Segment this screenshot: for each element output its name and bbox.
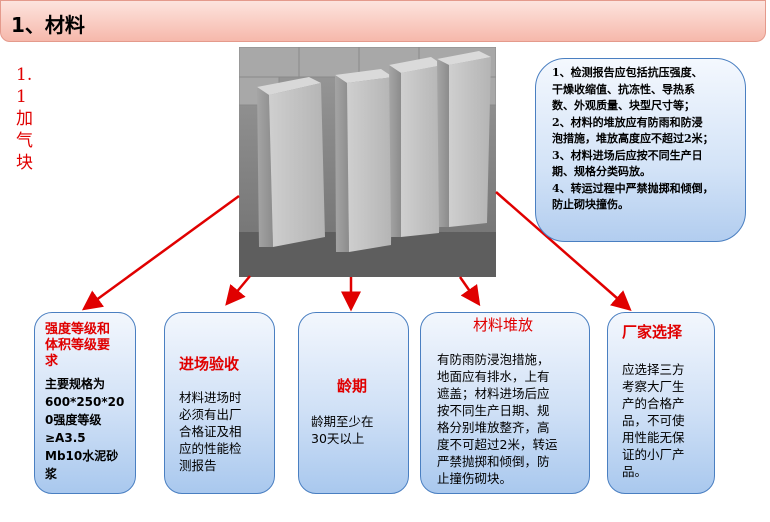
inspection-body: 材料进场时 必须有出厂 合格证及相 应的性能检 测报告 bbox=[179, 390, 242, 473]
inspection-box: 进场验收 材料进场时 必须有出厂 合格证及相 应的性能检 测报告 bbox=[164, 312, 275, 494]
section-char: 加 bbox=[16, 109, 33, 129]
material-stacking-box: 材料堆放 有防雨防浸泡措施， 地面应有排水，上有 遮盖；材料进场后应 按不同生产… bbox=[420, 312, 590, 494]
arrow-to-factory bbox=[495, 191, 632, 311]
section-char: 气 bbox=[16, 131, 33, 151]
inspection-heading: 进场验收 bbox=[179, 355, 240, 373]
arrow-to-inspection bbox=[225, 275, 251, 306]
note-line: 3、材料进场后应按不同生产日 bbox=[552, 148, 703, 162]
age-body: 龄期至少在 30天以上 bbox=[311, 414, 374, 446]
curing-age-box: 龄期 龄期至少在 30天以上 bbox=[298, 312, 409, 494]
factory-heading: 厂家选择 bbox=[622, 323, 683, 341]
note-line: 防止砌块撞伤。 bbox=[552, 198, 629, 211]
stacking-heading: 材料堆放 bbox=[473, 316, 534, 334]
section-number: 1. 1 bbox=[16, 65, 33, 107]
note-line: 4、转运过程中严禁抛掷和倾倒， bbox=[552, 181, 714, 195]
note-line: 期、规格分类码放。 bbox=[552, 165, 651, 178]
strength-body: 主要规格为 600*250*20 0强度等级 ≥A3.5 Mb10水泥砂 浆 bbox=[45, 377, 125, 481]
arrow-to-stacking bbox=[458, 276, 481, 307]
title-bar: 1、材料 bbox=[0, 0, 766, 42]
section-char: 块 bbox=[16, 153, 33, 173]
note-line: 1、检测报告应包括抗压强度、 bbox=[552, 66, 703, 79]
age-heading: 龄期 bbox=[337, 377, 368, 395]
strength-heading: 强度等级和 体积等级要 求 bbox=[45, 322, 111, 369]
note-line: 干燥收缩值、抗冻性、导热系 bbox=[552, 82, 695, 96]
note-line: 泡措施，堆放高度应不超过2米； bbox=[552, 132, 714, 145]
note-line: 数、外观质量、块型尺寸等； bbox=[552, 99, 695, 112]
aerated-concrete-blocks-photo bbox=[239, 47, 496, 277]
strength-grade-box: 强度等级和 体积等级要 求 主要规格为 600*250*20 0强度等级 ≥A3… bbox=[34, 312, 136, 494]
arrow-to-strength bbox=[81, 194, 240, 311]
factory-body: 应选择三方 考察大厂生 产的合格产 品，不可使 用性能无保 证的小厂产 品。 bbox=[622, 362, 685, 479]
stacking-body: 有防雨防浸泡措施， 地面应有排水，上有 遮盖；材料进场后应 按不同生产日期、规 … bbox=[437, 352, 558, 486]
section-label: 1. 1 加 气 块 bbox=[16, 64, 46, 174]
requirements-note: 1、检测报告应包括抗压强度、 干燥收缩值、抗冻性、导热系 数、外观质量、块型尺寸… bbox=[535, 58, 746, 242]
note-line: 2、材料的堆放应有防雨和防浸 bbox=[552, 115, 703, 129]
slide-title: 1、材料 bbox=[11, 13, 85, 37]
manufacturer-selection-box: 厂家选择 应选择三方 考察大厂生 产的合格产 品，不可使 用性能无保 证的小厂产… bbox=[607, 312, 715, 494]
